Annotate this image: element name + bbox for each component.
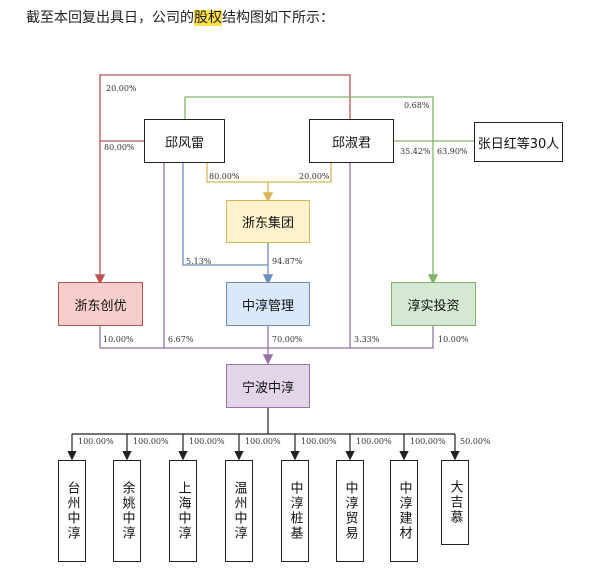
subsidiary-pct: 100.00%	[245, 437, 281, 446]
subsidiary-box: 上海中淳	[169, 460, 197, 562]
edge-label: 80.00%	[209, 172, 240, 181]
node-qiu-shujun: 邱淑君	[309, 119, 394, 163]
edge-label: 3.33%	[354, 335, 380, 344]
intro-after: 结构图如下所示：	[222, 10, 334, 26]
line-qsj-to-group	[262, 163, 332, 203]
node-qiu-fenglei: 邱风雷	[144, 119, 225, 163]
node-zhongchun-mgmt: 中淳管理	[226, 282, 310, 326]
subsidiary-label: 大吉慕	[447, 480, 463, 525]
subsidiary-pct: 100.00%	[189, 437, 225, 446]
subsidiary-label: 台州中淳	[64, 481, 80, 541]
subsidiary-label: 中淳桩基	[287, 481, 303, 541]
node-ningbo-zhongchun-label: 宁波中淳	[241, 380, 294, 396]
subsidiary-box: 温州中淳	[225, 460, 253, 562]
subsidiary-pct: 100.00%	[301, 437, 337, 446]
subsidiary-pct: 100.00%	[133, 437, 169, 446]
edge-label: 70.00%	[272, 335, 303, 344]
subsidiary-label: 上海中淳	[175, 481, 191, 541]
node-ningbo-zhongchun: 宁波中淳	[226, 364, 310, 408]
subsidiary-box: 余姚中淳	[113, 460, 141, 562]
node-chunshi-invest-label: 淳实投资	[407, 298, 460, 314]
node-zhedong-chuangyou: 浙东创优	[58, 282, 143, 326]
subsidiary-pct: 100.00%	[410, 437, 446, 446]
node-zhang-rihong-label: 张日红等30人	[477, 136, 560, 152]
subsidiary-box: 中淳建材	[390, 460, 418, 562]
subsidiary-pct: 100.00%	[78, 437, 114, 446]
line-qfl-to-group	[206, 163, 268, 183]
edge-label: 35.42%	[400, 147, 431, 156]
subsidiary-label: 中淳建材	[396, 481, 412, 541]
subsidiary-label: 中淳贸易	[342, 481, 358, 541]
edge-label: 20.00%	[106, 84, 137, 93]
node-zhedong-group-label: 浙东集团	[241, 216, 294, 231]
node-zhang-rihong: 张日红等30人	[474, 122, 563, 162]
edge-label: 0.68%	[404, 101, 430, 110]
node-zhedong-chuangyou-label: 浙东创优	[74, 298, 127, 314]
node-qiu-fenglei-label: 邱风雷	[164, 135, 204, 151]
line-cy-to-nb	[99, 326, 434, 349]
edge-label: 63.90%	[437, 147, 468, 156]
edge-label: 80.00%	[104, 143, 135, 152]
intro-text: 截至本回复出具日，公司的股权结构图如下所示：	[26, 7, 334, 27]
subsidiary-box: 台州中淳	[58, 460, 86, 562]
edge-label: 10.00%	[103, 335, 134, 344]
line-qfl-to-mgmt	[182, 163, 268, 266]
node-zhongchun-mgmt-label: 中淳管理	[241, 298, 294, 314]
subsidiary-pct: 100.00%	[356, 437, 392, 446]
edge-label: 10.00%	[438, 335, 469, 344]
node-qiu-shujun-label: 邱淑君	[331, 135, 371, 151]
edge-label: 94.87%	[272, 257, 303, 266]
line-qfl-to-chunshi	[184, 96, 439, 285]
subsidiary-box: 大吉慕	[441, 460, 469, 545]
node-chunshi-invest: 淳实投资	[391, 282, 476, 326]
subsidiary-label: 余姚中淳	[119, 481, 135, 541]
node-zhedong-group: 浙东集团	[226, 200, 310, 243]
edge-label: 20.00%	[299, 172, 330, 181]
intro-highlight: 股权	[194, 10, 222, 26]
subsidiary-box: 中淳桩基	[281, 460, 309, 562]
subsidiary-box: 中淳贸易	[336, 460, 364, 562]
edge-label: 5.13%	[186, 257, 212, 266]
intro-before: 截至本回复出具日，公司的	[26, 10, 194, 26]
subsidiary-label: 温州中淳	[231, 481, 247, 541]
edge-label: 6.67%	[168, 335, 194, 344]
subsidiary-pct: 50.00%	[460, 437, 491, 446]
